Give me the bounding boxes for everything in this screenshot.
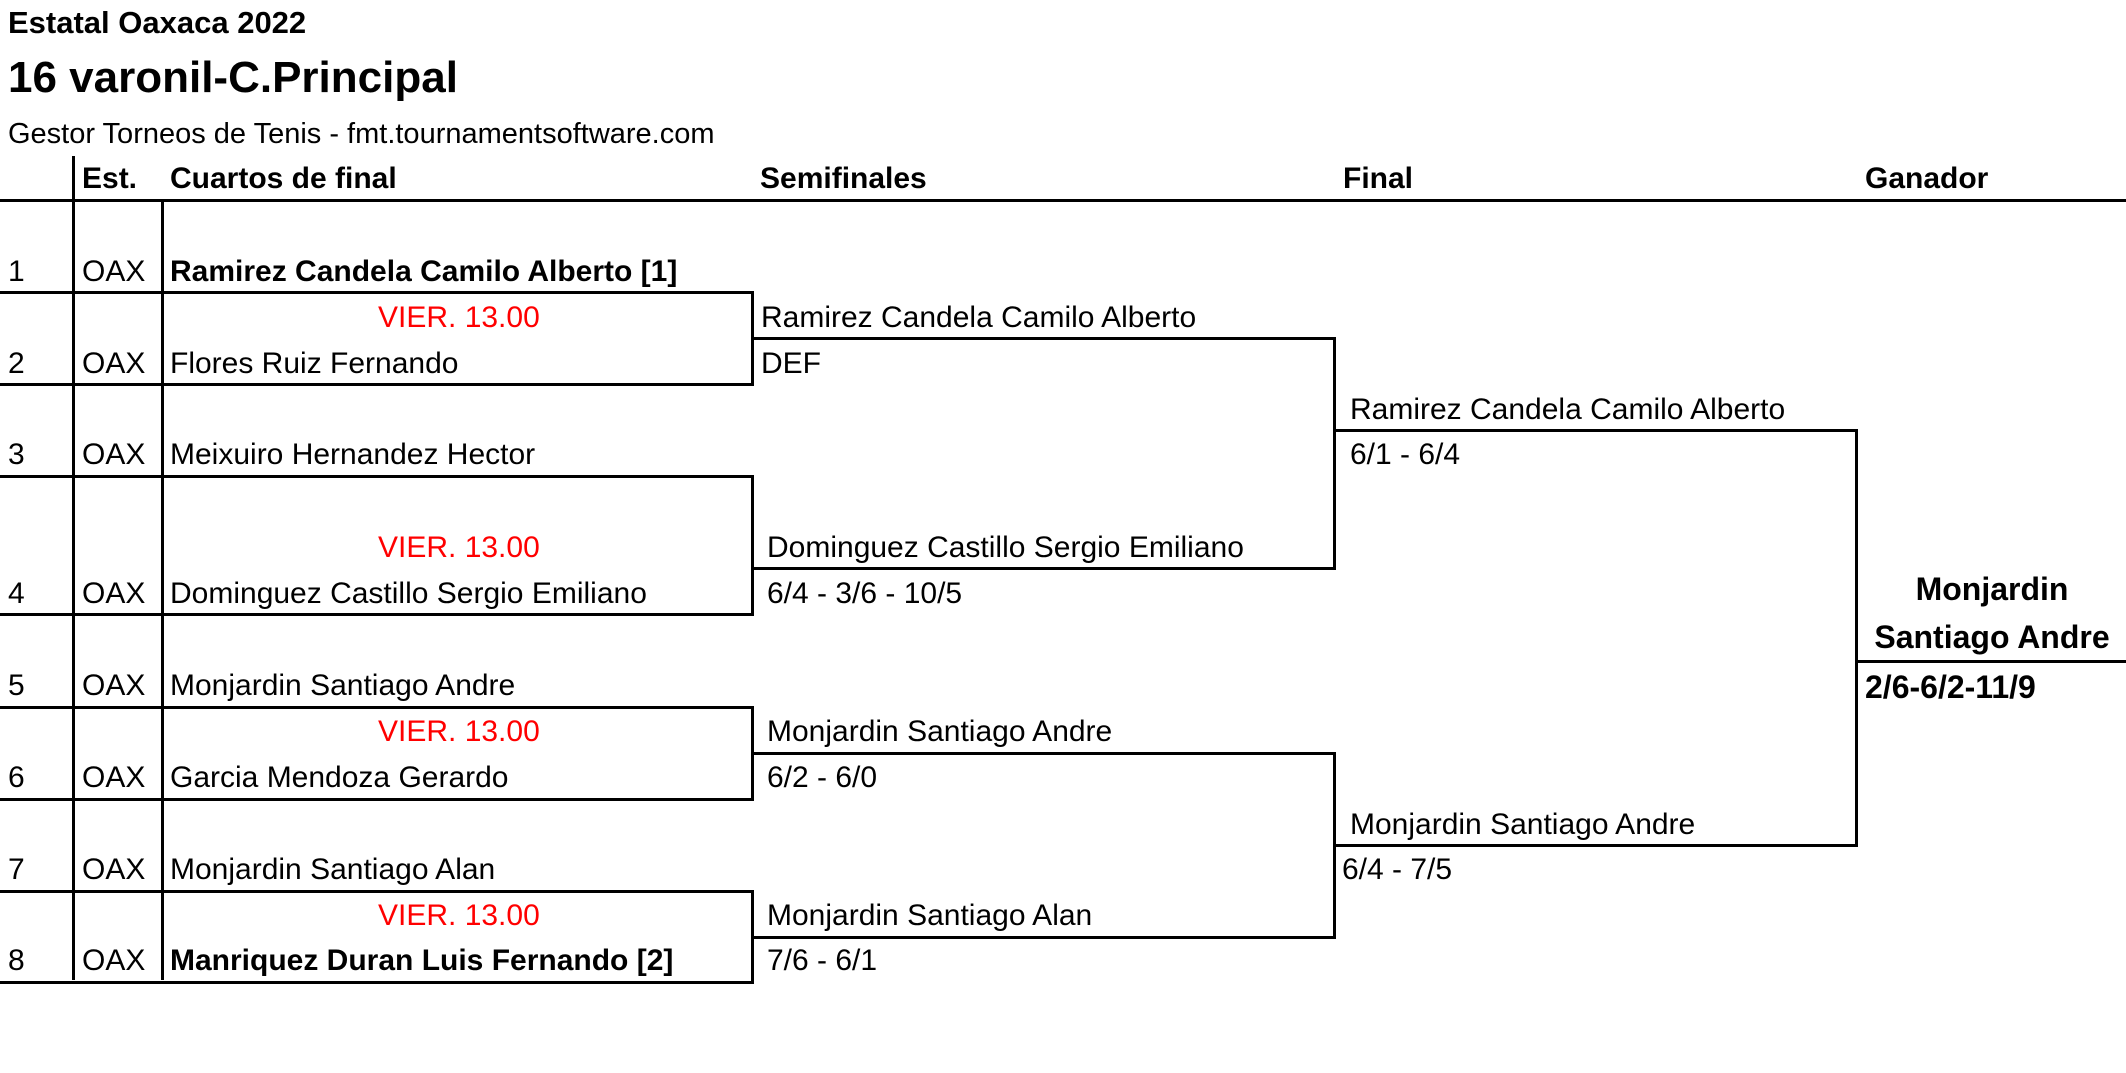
row-separator xyxy=(0,706,754,709)
qf-score: 6/4 - 3/6 - 10/5 xyxy=(767,577,963,610)
header-underline xyxy=(0,199,2126,202)
column-header-quarterfinals: Cuartos de final xyxy=(170,162,397,195)
divider-line xyxy=(72,156,75,980)
champion-score: 2/6-6/2-11/9 xyxy=(1865,669,2036,705)
match-time: VIER. 13.00 xyxy=(378,301,540,334)
event-title: Estatal Oaxaca 2022 xyxy=(8,5,307,40)
player-name: Flores Ruiz Fernando xyxy=(170,347,459,380)
draw-title: 16 varonil-C.Principal xyxy=(8,53,458,102)
qf-score: 7/6 - 6/1 xyxy=(767,944,878,977)
row-separator xyxy=(0,291,754,294)
champion-line xyxy=(1858,660,2126,663)
sf-winner-line xyxy=(1336,844,1858,847)
row-separator xyxy=(0,613,754,616)
sf-score: 6/4 - 7/5 xyxy=(1342,853,1453,886)
club-code: OAX xyxy=(82,577,146,610)
qf-winner-name: Monjardin Santiago Andre xyxy=(767,715,1113,748)
sf-score: 6/1 - 6/4 xyxy=(1350,438,1461,471)
club-code: OAX xyxy=(82,944,146,977)
qf-winner-name: Ramirez Candela Camilo Alberto xyxy=(761,301,1197,334)
qf-winner-line xyxy=(754,337,1336,340)
draw-position: 3 xyxy=(8,438,25,471)
divider-line xyxy=(161,199,164,980)
qf-winner-line xyxy=(754,752,1336,755)
qf-score: DEF xyxy=(761,347,821,380)
club-code: OAX xyxy=(82,255,146,288)
player-name: Dominguez Castillo Sergio Emiliano xyxy=(170,577,647,610)
qf-winner-line xyxy=(754,936,1336,939)
bracket-connector xyxy=(751,291,754,385)
bracket-connector xyxy=(751,890,754,984)
column-header-semifinals: Semifinales xyxy=(760,162,927,195)
qf-winner-line xyxy=(754,567,1336,570)
row-separator xyxy=(0,981,754,984)
match-time: VIER. 13.00 xyxy=(378,899,540,932)
sf-winner-name: Ramirez Candela Camilo Alberto xyxy=(1350,393,1786,426)
row-separator xyxy=(0,383,754,386)
club-code: OAX xyxy=(82,438,146,471)
row-separator xyxy=(0,798,754,801)
champion-name-line2: Santiago Andre xyxy=(1874,619,2110,655)
player-name: Monjardin Santiago Alan xyxy=(170,853,496,886)
player-name: Manriquez Duran Luis Fernando [2] xyxy=(170,944,674,977)
draw-position: 7 xyxy=(8,853,25,886)
draw-position: 4 xyxy=(8,577,25,610)
draw-position: 5 xyxy=(8,669,25,702)
row-separator xyxy=(0,890,754,893)
club-code: OAX xyxy=(82,669,146,702)
row-separator xyxy=(0,475,754,478)
club-code: OAX xyxy=(82,853,146,886)
player-name: Ramirez Candela Camilo Alberto [1] xyxy=(170,255,678,288)
draw-position: 2 xyxy=(8,347,25,380)
qf-winner-name: Monjardin Santiago Alan xyxy=(767,899,1093,932)
column-header-final: Final xyxy=(1343,162,1414,195)
sf-winner-line xyxy=(1336,429,1858,432)
player-name: Monjardin Santiago Andre xyxy=(170,669,516,702)
column-header-winner: Ganador xyxy=(1865,162,1989,195)
column-header-est: Est. xyxy=(82,162,138,195)
software-credit: Gestor Torneos de Tenis - fmt.tournament… xyxy=(8,118,715,150)
match-time: VIER. 13.00 xyxy=(378,715,540,748)
bracket-connector xyxy=(751,706,754,801)
draw-position: 6 xyxy=(8,761,25,794)
match-time: VIER. 13.00 xyxy=(378,531,540,564)
qf-score: 6/2 - 6/0 xyxy=(767,761,878,794)
player-name: Meixuiro Hernandez Hector xyxy=(170,438,536,471)
bracket-connector xyxy=(1855,429,1858,847)
draw-position: 8 xyxy=(8,944,25,977)
sf-winner-name: Monjardin Santiago Andre xyxy=(1350,808,1696,841)
club-code: OAX xyxy=(82,761,146,794)
club-code: OAX xyxy=(82,347,146,380)
qf-winner-name: Dominguez Castillo Sergio Emiliano xyxy=(767,531,1244,564)
player-name: Garcia Mendoza Gerardo xyxy=(170,761,509,794)
champion-name-line1: Monjardin xyxy=(1915,571,2069,607)
draw-position: 1 xyxy=(8,255,25,288)
bracket-connector xyxy=(1333,752,1336,939)
bracket-connector xyxy=(1333,337,1336,570)
bracket-connector xyxy=(751,475,754,616)
